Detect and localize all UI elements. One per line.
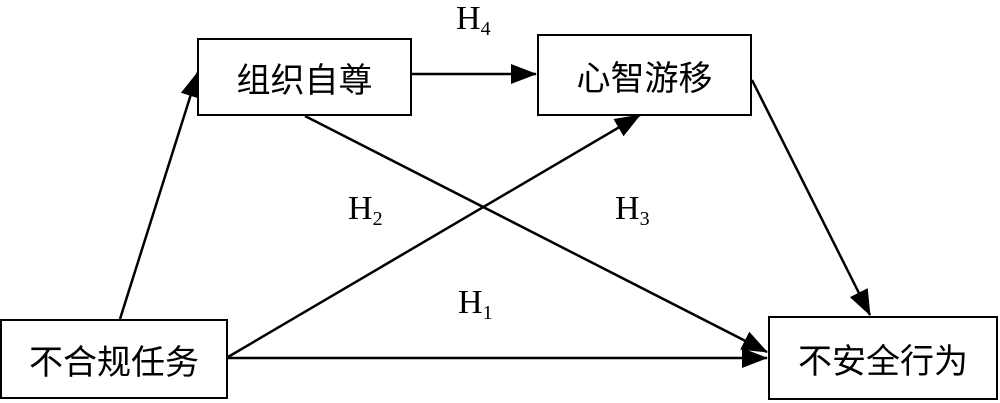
arrow-mind-to-unsafe [750, 79, 872, 316]
node-label: 不合规任务 [29, 342, 199, 383]
hypothesis-label-h1: H1 [458, 284, 493, 324]
node-unsafe-behavior: 不安全行为 [768, 316, 998, 400]
node-label: 组织自尊 [236, 60, 373, 101]
hypothesis-label-h3: H3 [615, 190, 650, 230]
arrow-task-to-mind [227, 113, 641, 359]
node-org-self-esteem: 组织自尊 [197, 38, 412, 116]
arrow-task-to-org [118, 71, 201, 320]
node-mind-wandering: 心智游移 [537, 34, 752, 116]
node-illegitimate-tasks: 不合规任务 [0, 319, 228, 399]
node-label: 心智游移 [576, 58, 713, 99]
hypothesis-label-h4: H4 [456, 0, 491, 40]
node-label: 不安全行为 [798, 341, 968, 382]
hypothesis-label-h2: H2 [348, 190, 383, 230]
arrow-org-to-unsafe [304, 114, 768, 354]
